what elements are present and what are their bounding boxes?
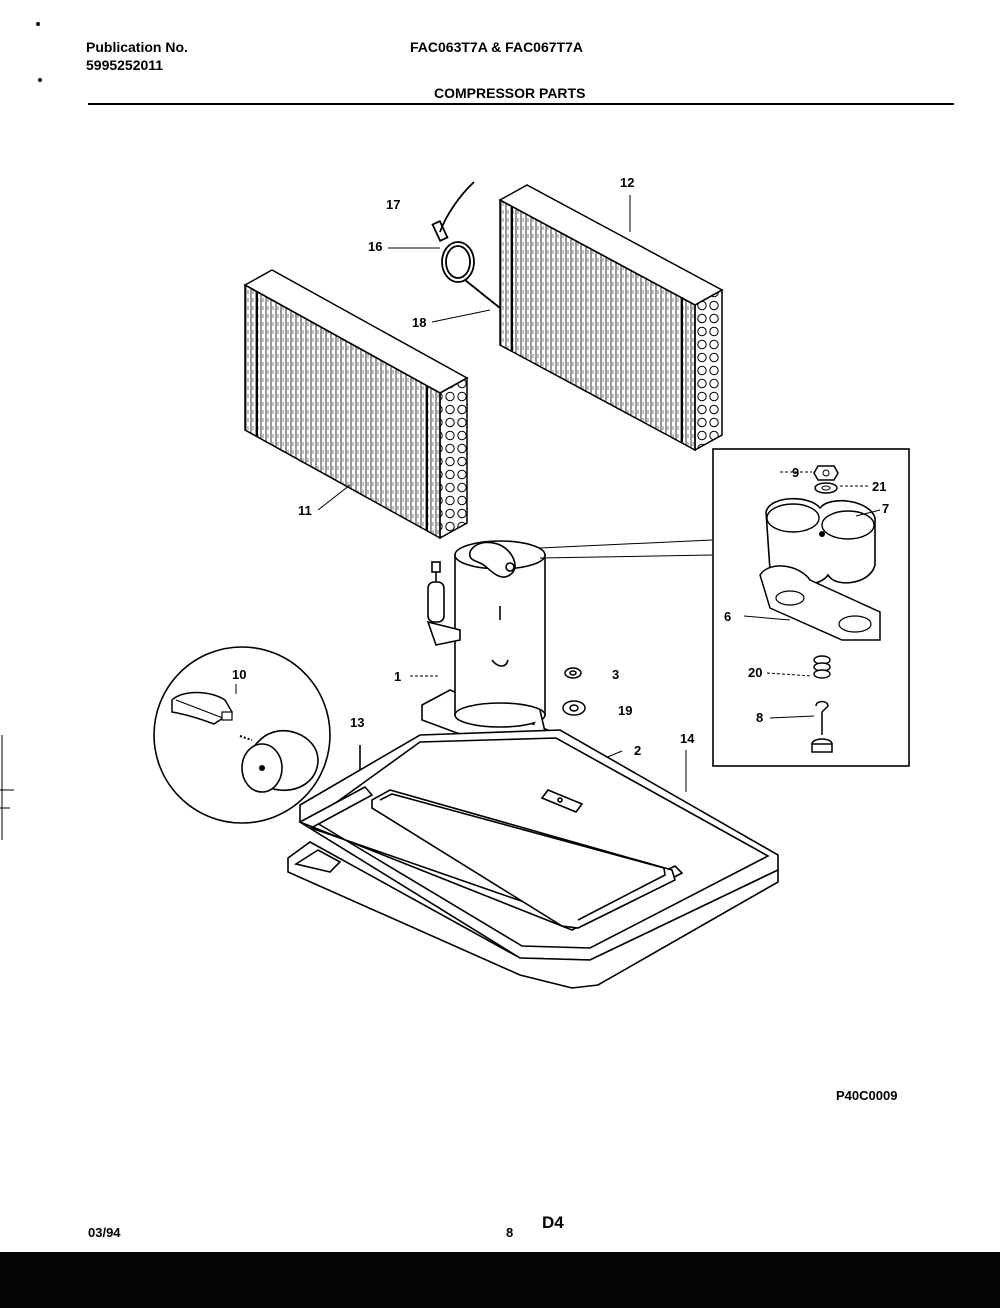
revision-date: 03/94: [88, 1225, 121, 1240]
callout-13: 13: [350, 715, 365, 730]
callout-7: 7: [882, 501, 890, 516]
callout-8: 8: [756, 710, 764, 725]
model-numbers: FAC063T7A & FAC067T7A: [410, 39, 583, 55]
evaporator-coil: [243, 269, 469, 540]
condenser-coil: [498, 184, 724, 452]
page-number: 8: [506, 1225, 514, 1240]
capacitor-inset: [153, 646, 331, 824]
overload-cover-inset: [712, 448, 910, 767]
callout-17: 17: [386, 197, 401, 212]
capillary-tube: [431, 181, 501, 309]
callout-16: 16: [368, 239, 383, 254]
grommet: [562, 667, 586, 716]
callout-21: 21: [872, 479, 887, 494]
callout-3: 3: [612, 667, 620, 682]
section-title: COMPRESSOR PARTS: [434, 85, 586, 101]
publication-number: 5995252011: [86, 57, 164, 73]
shroud-frame: [298, 745, 684, 931]
scan-edge-band: [0, 1252, 1000, 1308]
drawing-code: P40C0009: [836, 1088, 898, 1103]
publication-label: Publication No.: [86, 39, 188, 55]
callout-14: 14: [680, 731, 695, 746]
callout-10: 10: [232, 667, 247, 682]
header-rule: [88, 103, 954, 105]
compressor: [421, 540, 561, 761]
callout-19: 19: [618, 703, 633, 718]
callout-2: 2: [634, 743, 642, 758]
callout-12: 12: [620, 175, 635, 190]
callout-11: 11: [298, 503, 312, 518]
callout-18: 18: [412, 315, 427, 330]
sheet-code: D4: [542, 1213, 564, 1232]
callout-1: 1: [394, 669, 402, 684]
callout-9: 9: [792, 465, 800, 480]
callout-20: 20: [748, 665, 763, 680]
callout-6: 6: [724, 609, 732, 624]
